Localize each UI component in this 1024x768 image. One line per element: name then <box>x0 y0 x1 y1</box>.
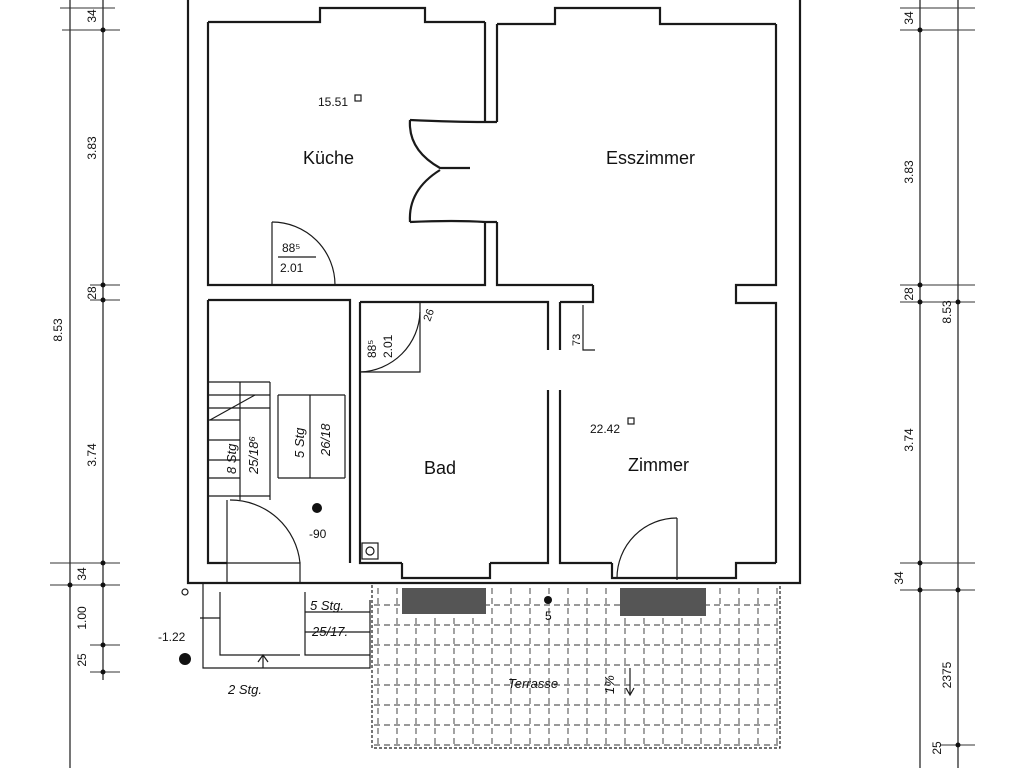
right-dimension-chain: 34 3.83 28 8.53 3.74 34 2375 25 <box>892 0 975 768</box>
room-kueche: Küche <box>303 148 354 168</box>
right-bottom-dim: 25 <box>930 741 944 755</box>
stair-upper-count: 5 Stg <box>292 427 307 458</box>
stairs: 8 Stg 25/18⁶ 5 Stg 26/18 -90 <box>208 381 346 541</box>
stair-main-count: 8 Stg <box>224 443 239 474</box>
bad-door-width: 88⁵ <box>365 340 379 358</box>
level-marker-terrace-icon <box>544 596 552 604</box>
kueche-door-width: 88⁵ <box>282 241 300 255</box>
kueche-area: 15.51 <box>318 95 348 109</box>
stair-entry-count: 2 Stg. <box>227 682 262 697</box>
stair-outside-count: 5 Stg. <box>310 598 344 613</box>
right-dim-3: 28 <box>902 287 916 301</box>
zimmer-area: 22.42 <box>590 422 620 436</box>
level-point-icon <box>181 588 189 596</box>
window-grate <box>402 588 486 614</box>
right-dim-1: 34 <box>902 11 916 25</box>
room-labels: 15.51 Küche Esszimmer Bad Zimmer 22.42 8… <box>278 94 695 560</box>
right-dim-4: 3.74 <box>902 428 916 452</box>
left-dimension-chain: 8.53 34 3.83 28 3.74 34 1.00 25 <box>50 0 120 768</box>
level-marker-icon <box>312 503 322 513</box>
level-terrace: 5 <box>545 609 552 623</box>
bad-door-height: 2.01 <box>381 334 395 358</box>
area-square-icon <box>354 94 362 102</box>
right-total-dim: 8.53 <box>940 300 954 324</box>
outside-entry: 5 Stg. 25/17. 2 Stg. -1.22 <box>158 583 371 697</box>
left-dim-5: 34 <box>75 567 89 581</box>
stair-upper-ratio: 26/18 <box>318 423 333 457</box>
bath-notch: 73 <box>571 334 583 346</box>
left-dim-4: 3.74 <box>85 443 99 467</box>
window-grate <box>620 588 706 616</box>
level-marker-outside-icon <box>179 653 191 665</box>
left-dim-1: 34 <box>85 9 99 23</box>
doors <box>229 118 678 580</box>
level-outside: -1.22 <box>158 630 186 644</box>
left-dim-6: 1.00 <box>75 606 89 630</box>
right-terrace-dim: 2375 <box>940 661 954 688</box>
room-zimmer: Zimmer <box>628 455 689 475</box>
wall-note: 26 <box>422 307 437 323</box>
terrace: 5 Terrasse 1% <box>371 585 781 749</box>
right-dim-2: 3.83 <box>902 160 916 184</box>
terrace-label: Terrasse <box>508 676 558 691</box>
stair-main-ratio: 25/18⁶ <box>246 435 261 475</box>
level-cellar: -90 <box>309 527 327 541</box>
room-esszimmer: Esszimmer <box>606 148 695 168</box>
drain-icon <box>361 542 379 560</box>
kueche-door-height: 2.01 <box>280 261 304 275</box>
room-bad: Bad <box>424 458 456 478</box>
building-walls <box>186 0 802 585</box>
left-dim-3: 28 <box>85 286 99 300</box>
right-dim-5: 34 <box>892 571 906 585</box>
left-total-dim: 8.53 <box>51 318 65 342</box>
left-dim-2: 3.83 <box>85 136 99 160</box>
stair-outside-ratio: 25/17. <box>311 624 348 639</box>
area-square-icon <box>627 417 635 425</box>
left-dim-7: 25 <box>75 653 89 667</box>
terrace-slope: 1% <box>602 675 617 694</box>
